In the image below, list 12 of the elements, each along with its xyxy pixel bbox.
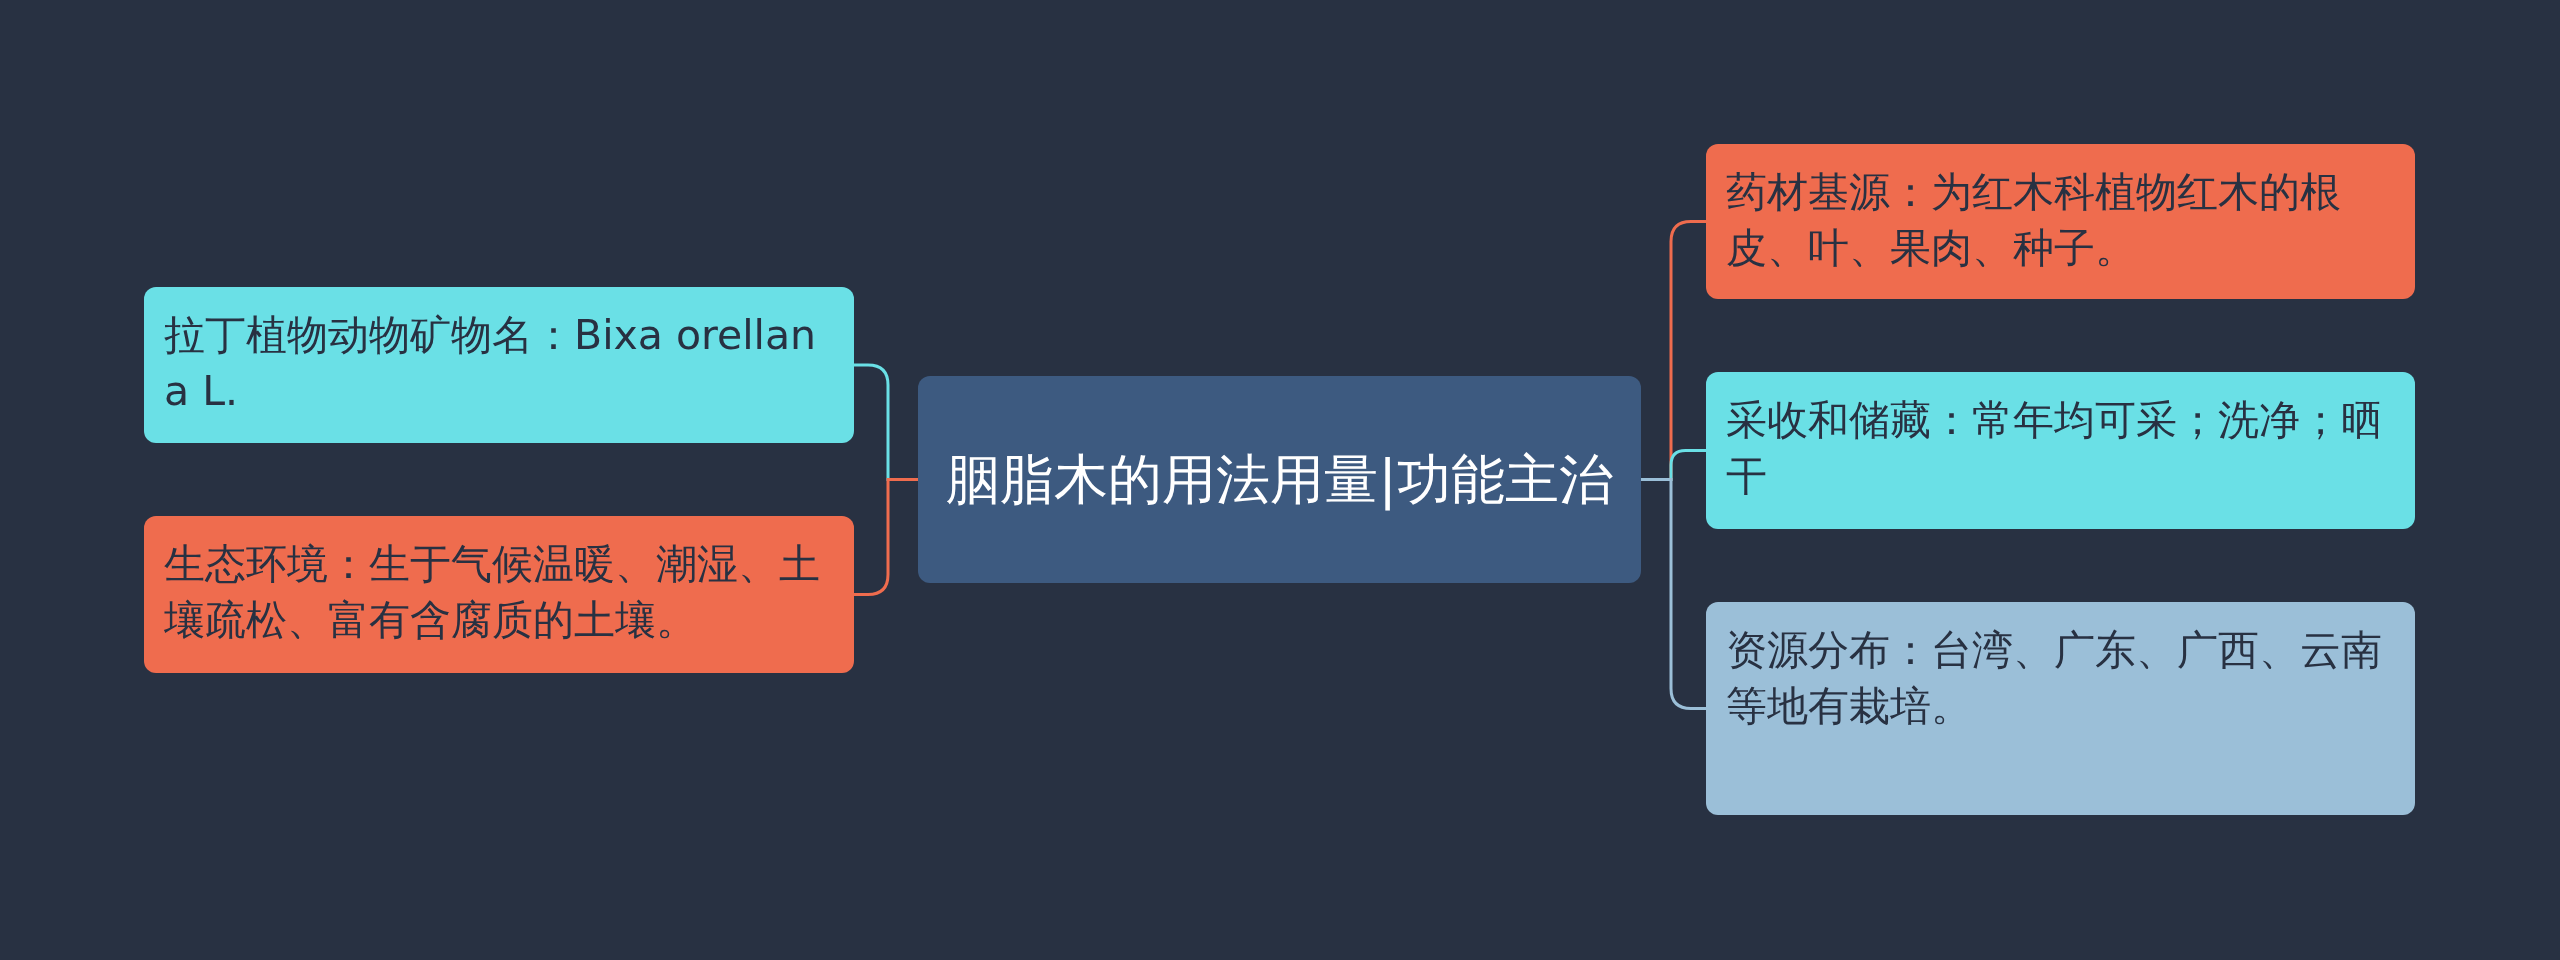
topic-box	[1706, 372, 2415, 529]
topic-text: 资源分布：台湾、广东、广西、云南等地有栽培。	[1726, 625, 2383, 732]
topic-text: 药材基源：为红木科植物红木的根皮、叶、果肉、种子。	[1726, 167, 2342, 274]
topic-box	[1706, 602, 2415, 815]
central-topic-box	[918, 376, 1641, 583]
topic-text: 采收和储藏：常年均可采；洗净；晒干	[1726, 395, 2383, 502]
topic-text: 胭脂木的用法用量|功能主治	[946, 446, 1613, 513]
topic-box	[144, 516, 854, 673]
topic-box	[1706, 144, 2415, 299]
topic-box	[144, 287, 854, 443]
topic-text: 生态环境：生于气候温暖、潮湿、土壤疏松、富有含腐质的土壤。	[164, 539, 821, 646]
topic-text: 拉丁植物动物矿物名：Bixa orellana L.	[164, 310, 818, 417]
